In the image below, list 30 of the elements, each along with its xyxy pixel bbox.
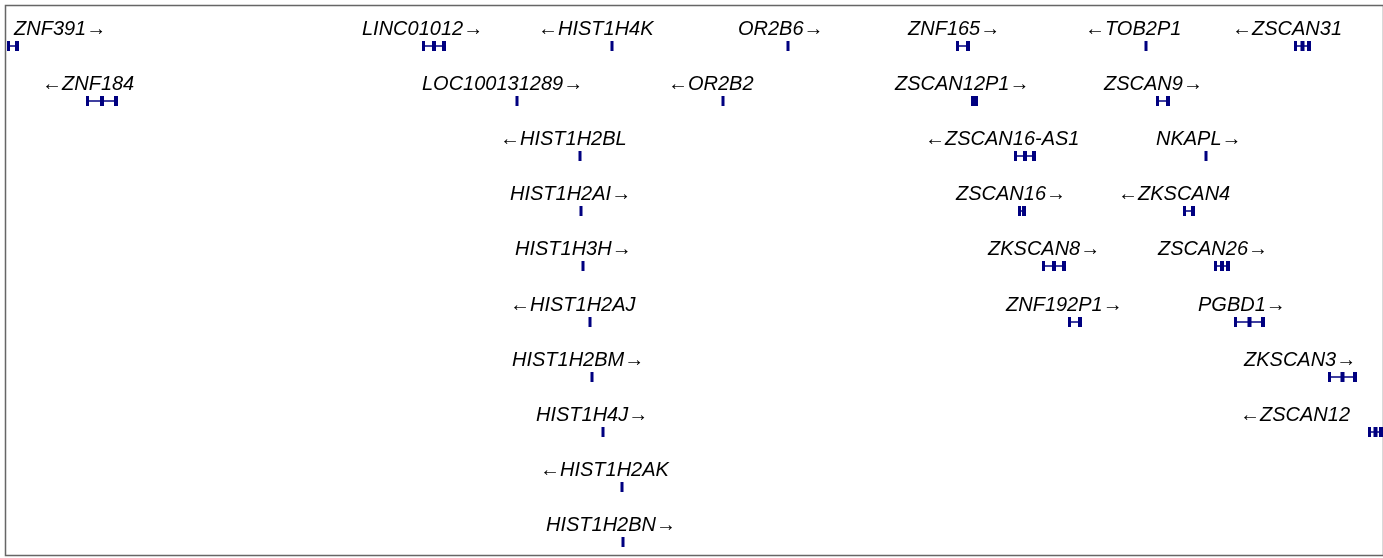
gene-label: ZNF391→ — [14, 17, 107, 39]
gene-label: LOC100131289→ — [422, 72, 584, 94]
gene-label: ZSCAN16→ — [956, 182, 1067, 204]
gene-label: ←ZKSCAN4 — [1118, 182, 1231, 204]
gene-label: LINC01012→ — [362, 17, 484, 39]
gene-label: ←ZNF184 — [42, 72, 135, 94]
gene-label: ←HIST1H2AK — [540, 458, 669, 480]
gene-label: HIST1H4J→ — [536, 403, 649, 425]
gene-label: ←OR2B2 — [668, 72, 754, 94]
gene-label: ZSCAN9→ — [1104, 72, 1203, 94]
gene-label: ←ZSCAN16-AS1 — [925, 127, 1080, 149]
gene-label: HIST1H2AI→ — [510, 182, 632, 204]
gene-label: ZSCAN12P1→ — [895, 72, 1030, 94]
gene-label: HIST1H3H→ — [515, 237, 632, 259]
gene-label: PGBD1→ — [1198, 293, 1286, 315]
gene-label: ←TOB2P1 — [1085, 17, 1182, 39]
gene-label: ←HIST1H2AJ — [510, 293, 636, 315]
gene-label: HIST1H2BN→ — [546, 513, 677, 535]
gene-label: ←ZSCAN12 — [1240, 403, 1351, 425]
gene-label: ←ZSCAN31 — [1232, 17, 1343, 39]
gene-label: ZSCAN26→ — [1158, 237, 1269, 259]
gene-label: ←HIST1H2BL — [500, 127, 627, 149]
gene-label: ZKSCAN8→ — [988, 237, 1101, 259]
gene-label: NKAPL→ — [1156, 127, 1242, 149]
gene-label: ZNF192P1→ — [1006, 293, 1123, 315]
gene-label: OR2B6→ — [738, 17, 824, 39]
gene-label: HIST1H2BM→ — [512, 348, 645, 370]
gene-label: ZNF165→ — [908, 17, 1001, 39]
gene-label: ←HIST1H4K — [538, 17, 654, 39]
gene-label: ZKSCAN3→ — [1244, 348, 1357, 370]
